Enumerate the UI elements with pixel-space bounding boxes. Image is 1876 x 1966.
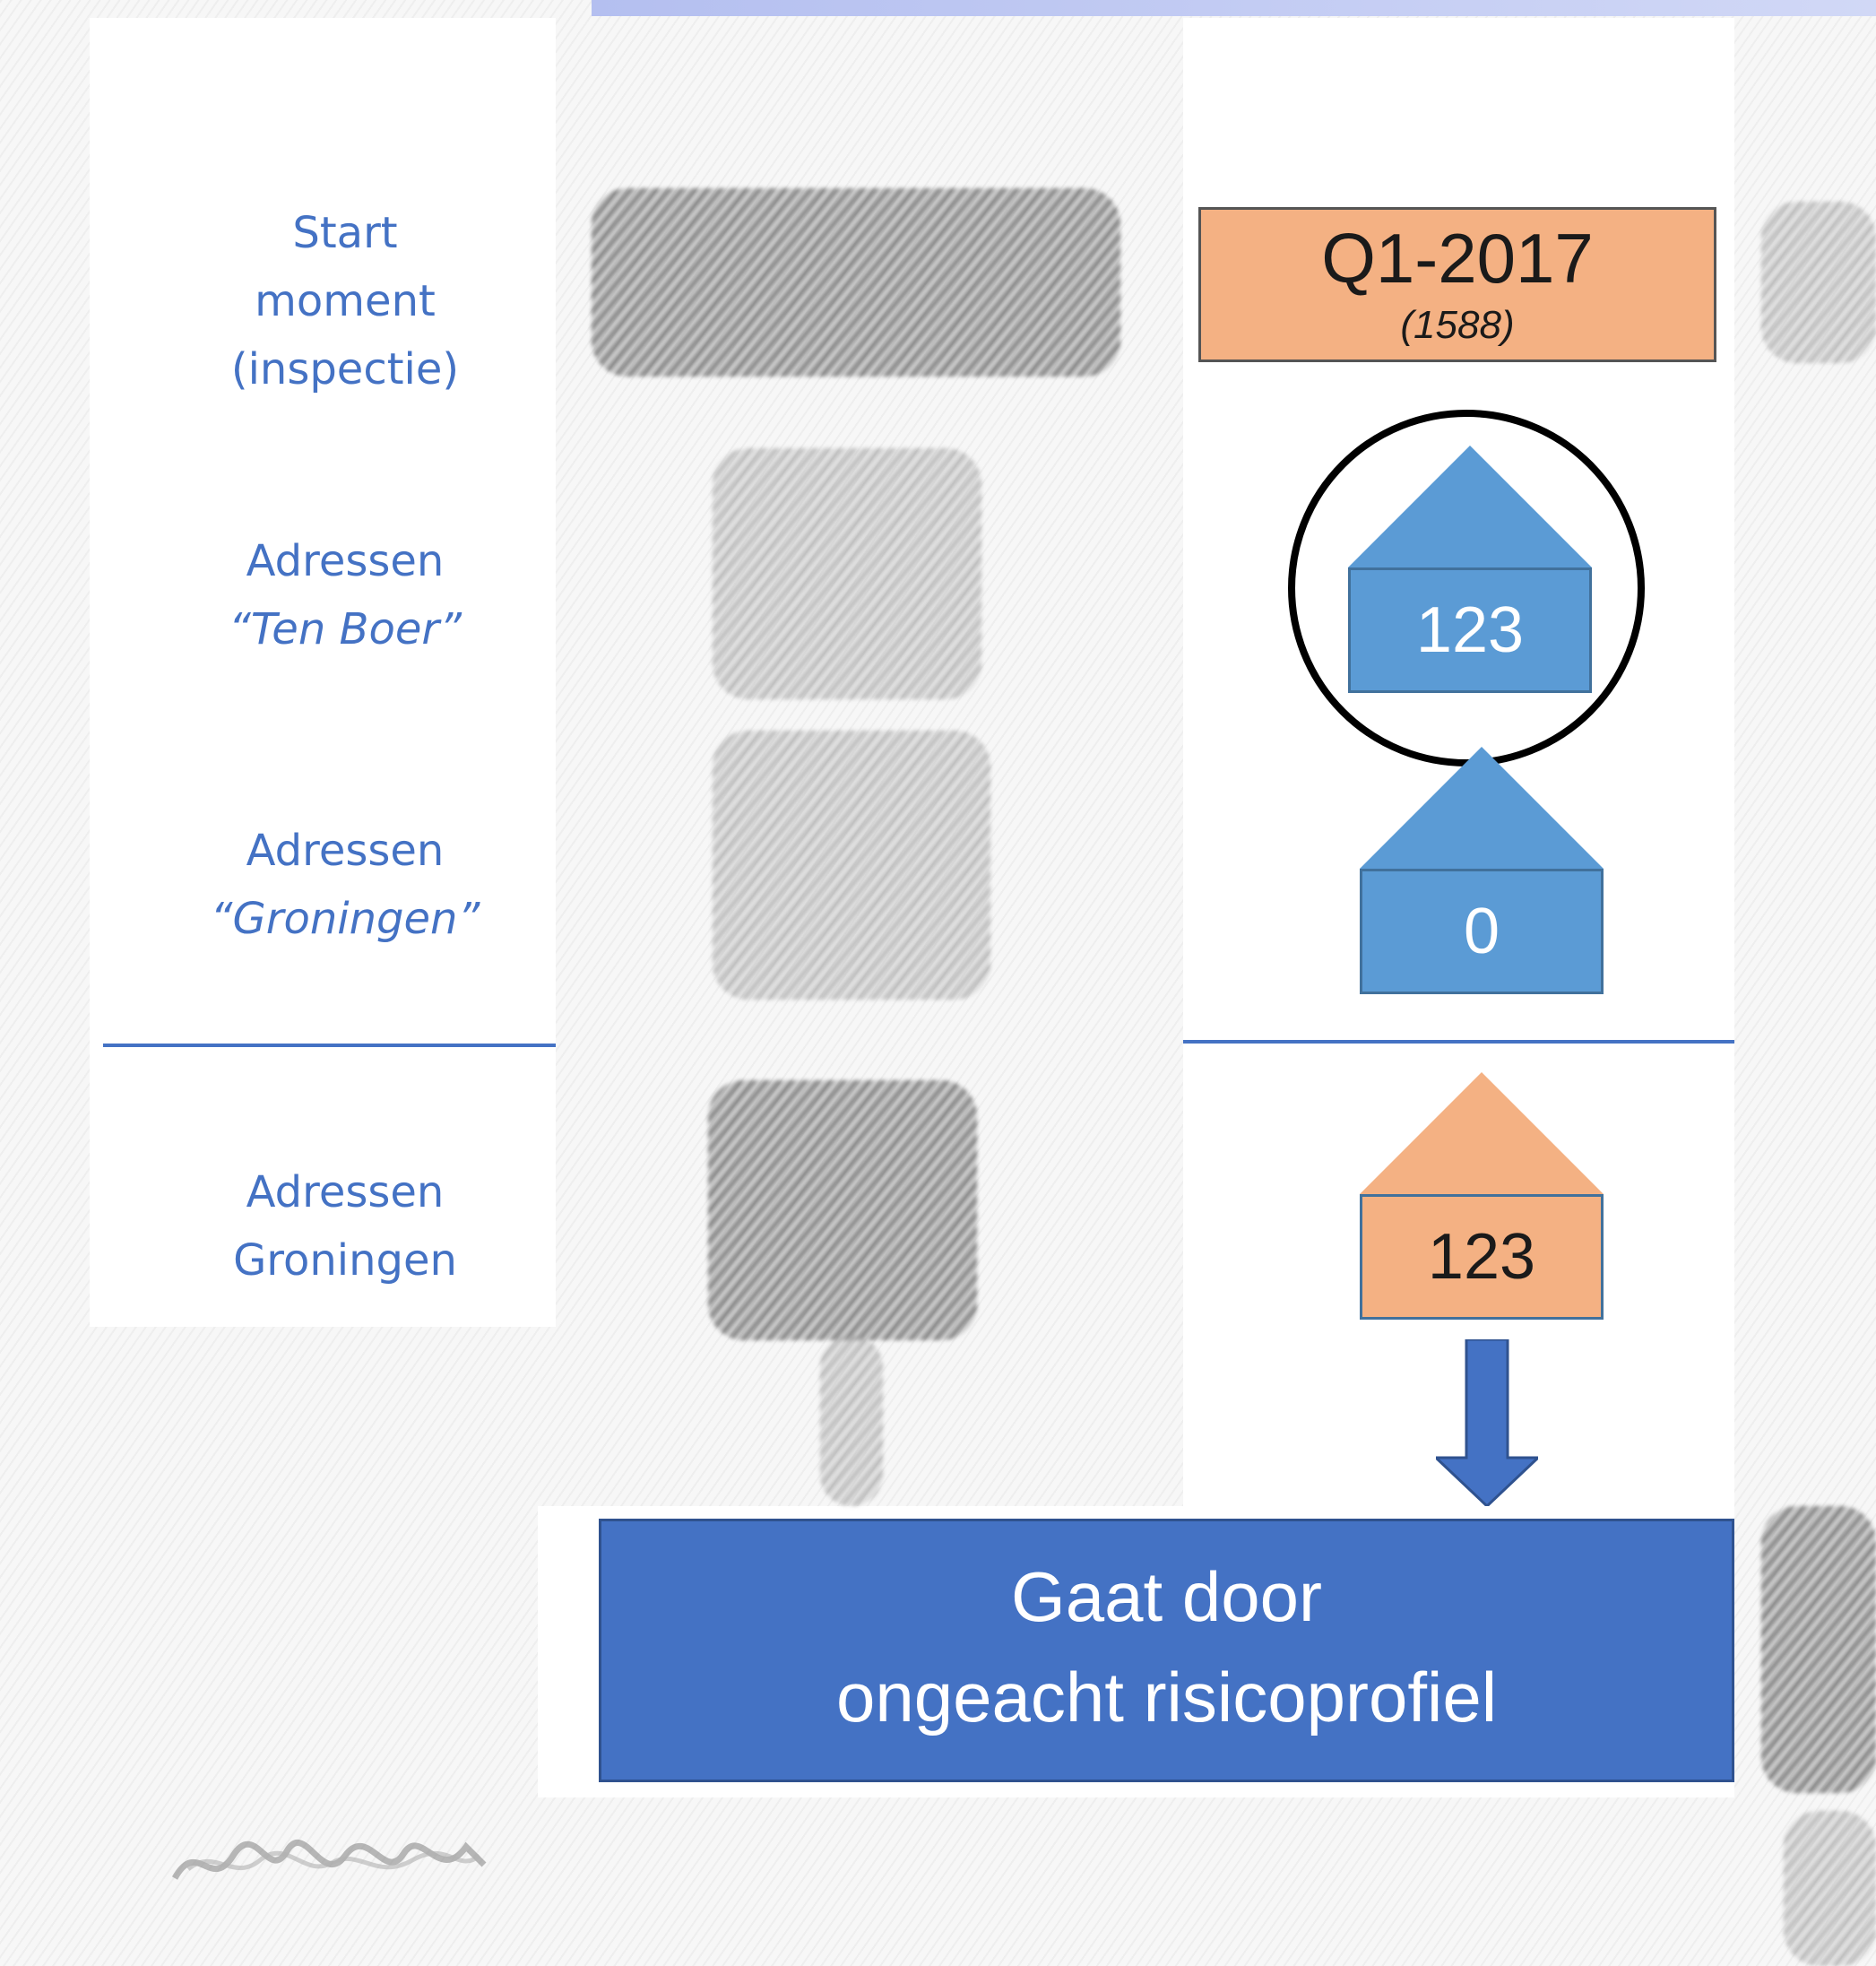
period-box: Q1-2017 (1588): [1198, 207, 1716, 362]
outcome-line2: ongeacht risicoprofiel: [835, 1658, 1498, 1736]
label-groningen-line1: Adressen: [246, 1167, 445, 1217]
label-groningen-quoted-line2: “Groningen”: [210, 894, 480, 944]
house-icon: 123: [1360, 1072, 1604, 1320]
period-count: (1588): [1400, 303, 1515, 347]
house-roof: [1360, 1072, 1604, 1194]
redacted-house-ten-boer: [713, 448, 981, 699]
house-count-groningen: 123: [1360, 1194, 1604, 1320]
period-quarter: Q1-2017: [1321, 219, 1594, 298]
outcome-line1: Gaat door: [1011, 1557, 1322, 1636]
house-icon: 0: [1360, 747, 1604, 994]
redacted-house-groningen: [708, 1080, 977, 1340]
redacted-right-edge-top: [1761, 202, 1876, 363]
label-column-panel: [90, 18, 556, 1327]
outcome-box: Gaat door ongeacht risicoprofiel: [599, 1519, 1734, 1782]
down-arrow-icon: [1436, 1339, 1538, 1506]
label-groningen-line2: Groningen: [233, 1235, 457, 1286]
house-count-groningen-quoted: 0: [1360, 869, 1604, 994]
house-roof: [1360, 747, 1604, 869]
label-adressen-ten-boer: Adressen “Ten Boer”: [90, 527, 601, 663]
redacted-arrow: [820, 1336, 883, 1506]
label-start-line2: moment: [255, 276, 436, 326]
label-adressen-groningen-quoted: Adressen “Groningen”: [90, 817, 601, 953]
top-accent-bar: [592, 0, 1876, 16]
redacted-house-groningen-quoted: [713, 731, 990, 1000]
divider-right: [1183, 1040, 1734, 1044]
redacted-right-edge-bottom: [1761, 1506, 1876, 1793]
label-start-line3: (inspectie): [230, 344, 460, 394]
label-groningen-quoted-line1: Adressen: [246, 826, 445, 876]
label-adressen-groningen: Adressen Groningen: [90, 1158, 601, 1295]
label-ten-boer-line2: “Ten Boer”: [229, 604, 462, 654]
redacted-period-box: [592, 188, 1120, 377]
label-ten-boer-line1: Adressen: [246, 536, 445, 586]
signature-scribble: [171, 1840, 487, 1880]
divider-left: [103, 1044, 556, 1047]
label-start-moment: Start moment (inspectie): [90, 199, 601, 403]
highlight-circle: [1288, 410, 1645, 766]
label-start-line1: Start: [292, 208, 398, 258]
redacted-right-edge-corner: [1784, 1811, 1876, 1966]
